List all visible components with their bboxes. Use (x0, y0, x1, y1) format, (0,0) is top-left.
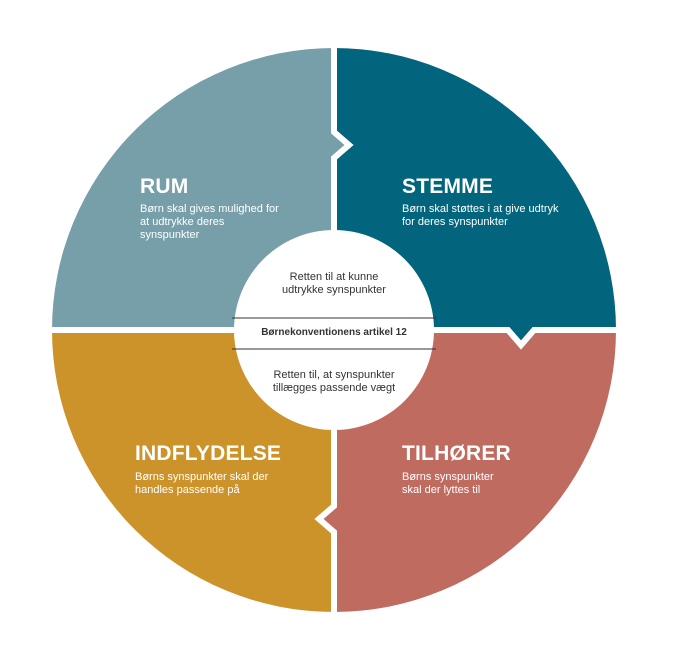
center-circle (234, 230, 434, 430)
tilhorer-title: TILHØRER (402, 442, 511, 465)
tilhorer-description: Børns synspunkter skal der lyttes til (402, 471, 494, 496)
indflydelse-title: INDFLYDELSE (135, 442, 282, 465)
center-top-text: Retten til at kunne udtrykke synspunkter (282, 271, 386, 296)
rum-description: Børn skal gives mulighed for at udtrykke… (140, 203, 279, 241)
separator-lines (48, 44, 620, 616)
stemme-title: STEMME (402, 175, 494, 198)
stemme-description: Børn skal støttes i at give udtryk for d… (402, 203, 559, 228)
rum-title: RUM (140, 175, 189, 198)
indflydelse-description: Børns synspunkter skal der handles passe… (135, 471, 269, 496)
center-article-label: Børnekonventionens artikel 12 (261, 327, 407, 338)
center-bottom-text: Retten til, at synspunkter tillægges pas… (272, 369, 396, 394)
